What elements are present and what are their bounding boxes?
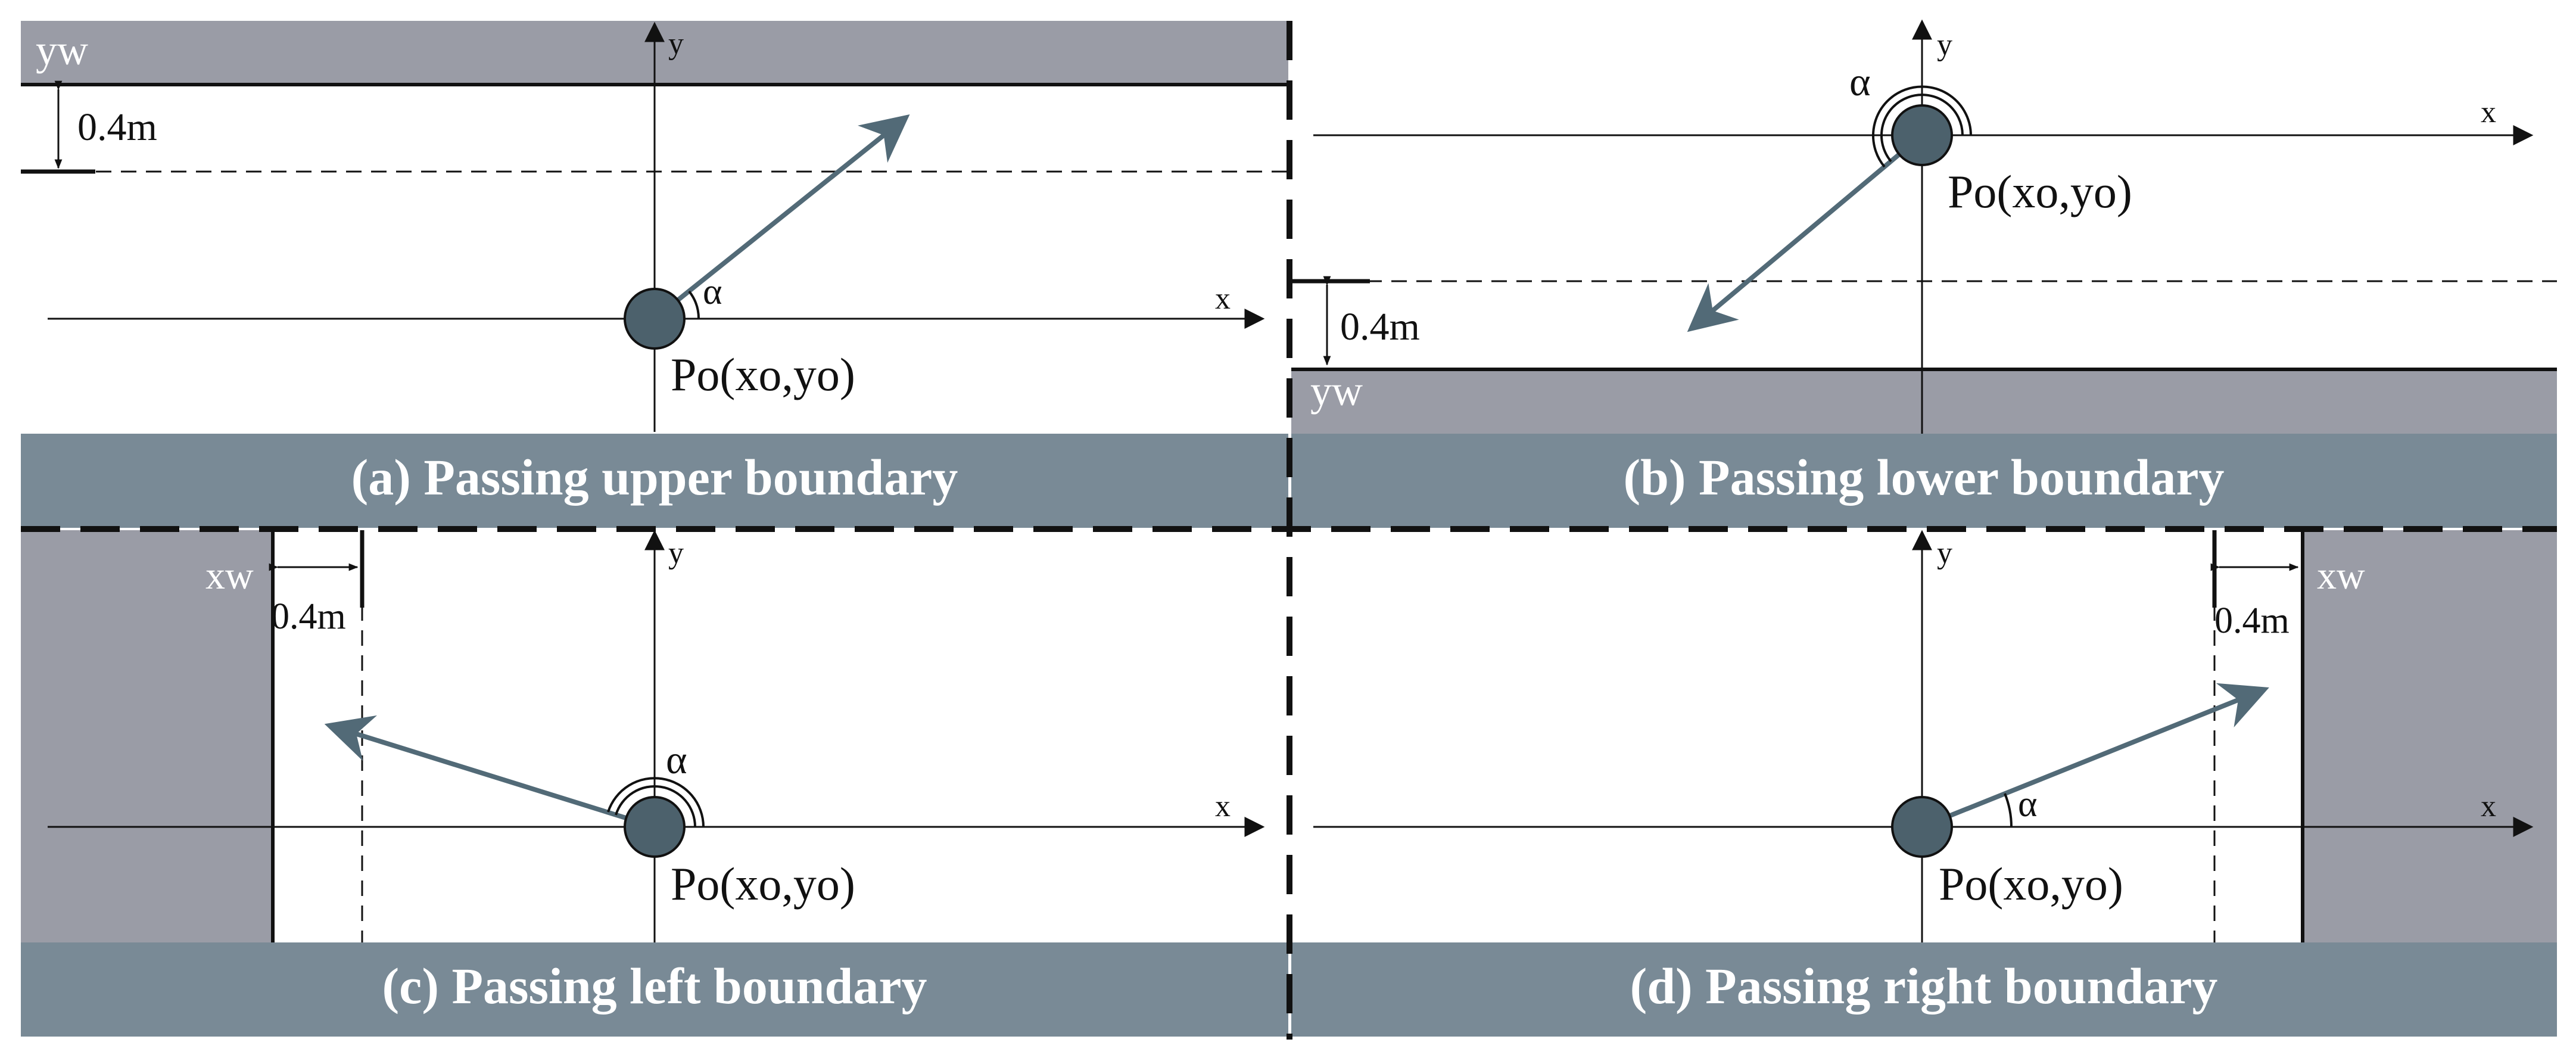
distance-label: 0.4m: [77, 105, 157, 149]
caption: (a) Passing upper boundary: [351, 449, 958, 506]
heading-arrow: [1687, 133, 1924, 332]
caption: (b) Passing lower boundary: [1623, 449, 2224, 506]
point-label: Po(xo,yo): [671, 349, 855, 400]
x-axis-label: x: [1215, 789, 1231, 823]
angle-arc: [607, 777, 705, 827]
panel-c: xw 0.4m x y α Po(xo,yo) (c) Passing left…: [21, 530, 1288, 1037]
panel-a: yw 0.4m x y α Po(xo,yo) (a) Passing uppe…: [21, 21, 1288, 528]
caption: (d) Passing right boundary: [1630, 957, 2218, 1015]
obstacle-point: [1891, 796, 1953, 858]
panel-d: xw 0.4m x y α Po(xo,yo) (d) Passing righ…: [1291, 530, 2557, 1037]
x-axis-label: x: [1215, 282, 1231, 316]
angle-label: α: [703, 272, 722, 312]
distance-label: 0.4m: [2214, 600, 2290, 641]
caption-bar: [1291, 434, 2557, 528]
angle-arc: [2004, 793, 2013, 827]
heading-arrow: [1921, 683, 2269, 829]
caption: (c) Passing left boundary: [382, 957, 927, 1015]
heading-arrow: [653, 114, 910, 321]
wall-label: xw: [2317, 554, 2365, 598]
y-axis-label: y: [668, 27, 684, 61]
panel-b: yw 0.4m x y α Po(xo,yo) (b) Passing lowe…: [1291, 19, 2557, 528]
point-label: Po(xo,yo): [671, 858, 855, 910]
x-axis-label: x: [2481, 789, 2496, 823]
angle-label: α: [2018, 784, 2037, 824]
lower-wall: [1291, 369, 2557, 434]
y-axis-label: y: [668, 536, 684, 570]
obstacle-point: [1891, 104, 1953, 166]
angle-arc: [688, 290, 700, 319]
angle-arc-inner: [1880, 94, 1964, 163]
caption-bar: [21, 434, 1288, 528]
heading-arrow: [324, 715, 656, 829]
wall-label: yw: [36, 26, 88, 74]
caption-bar: [1291, 942, 2557, 1037]
angle-arc-inner: [615, 785, 696, 827]
point-label: Po(xo,yo): [1948, 166, 2132, 217]
caption-bar: [21, 942, 1288, 1037]
angle-label: α: [1849, 59, 1871, 104]
angle-arc: [1872, 85, 1972, 168]
wall-label: xw: [205, 554, 254, 598]
left-wall: [21, 530, 273, 942]
y-axis-label: y: [1937, 28, 1952, 62]
distance-label: 0.4m: [1340, 305, 1420, 349]
x-axis-label: x: [2481, 95, 2496, 129]
distance-label: 0.4m: [271, 596, 346, 637]
angle-label: α: [666, 737, 687, 782]
point-label: Po(xo,yo): [1939, 858, 2123, 910]
obstacle-point: [624, 796, 686, 858]
obstacle-point: [624, 288, 686, 350]
wall-label: yw: [1310, 367, 1363, 415]
right-wall: [2303, 530, 2557, 942]
y-axis-label: y: [1937, 536, 1952, 570]
